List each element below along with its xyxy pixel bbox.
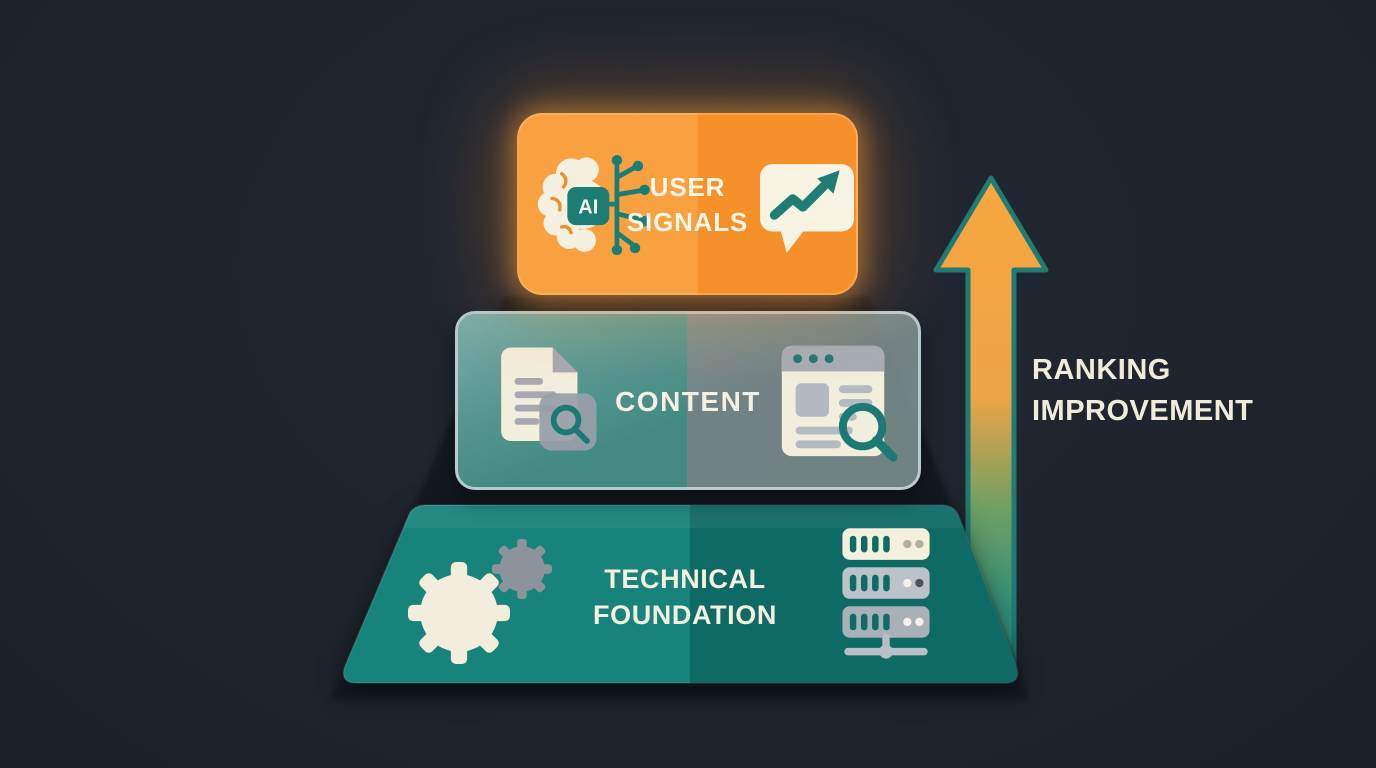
gear-large-icon xyxy=(408,562,510,664)
user-signals-line2: SIGNALS xyxy=(626,207,749,237)
webpage-search-icon xyxy=(781,345,898,462)
trend-chart-bubble-icon xyxy=(760,164,854,253)
ai-brain-circuit-icon: AI xyxy=(537,155,650,256)
ranking-label-line1: RANKING xyxy=(1032,354,1171,386)
user-signals-label: USER SIGNALS xyxy=(519,170,856,240)
documents-search-icon xyxy=(501,347,597,451)
technical-foundation-label: TECHNICAL FOUNDATION xyxy=(540,561,830,633)
content-label: CONTENT xyxy=(615,386,761,417)
content-layer: CONTENT xyxy=(455,311,921,490)
technical-label-line2: FOUNDATION xyxy=(593,600,777,630)
technical-label-line1: TECHNICAL xyxy=(604,564,766,594)
user-signals-layer: AI USER SIGNALS xyxy=(517,113,858,295)
server-stack-icon xyxy=(842,528,930,659)
gear-small-icon xyxy=(492,539,552,599)
ai-chip-label: AI xyxy=(578,197,598,219)
ranking-improvement-label: RANKING IMPROVEMENT xyxy=(1032,350,1253,432)
user-signals-line1: USER xyxy=(649,172,726,202)
ranking-label-line2: IMPROVEMENT xyxy=(1032,395,1254,427)
